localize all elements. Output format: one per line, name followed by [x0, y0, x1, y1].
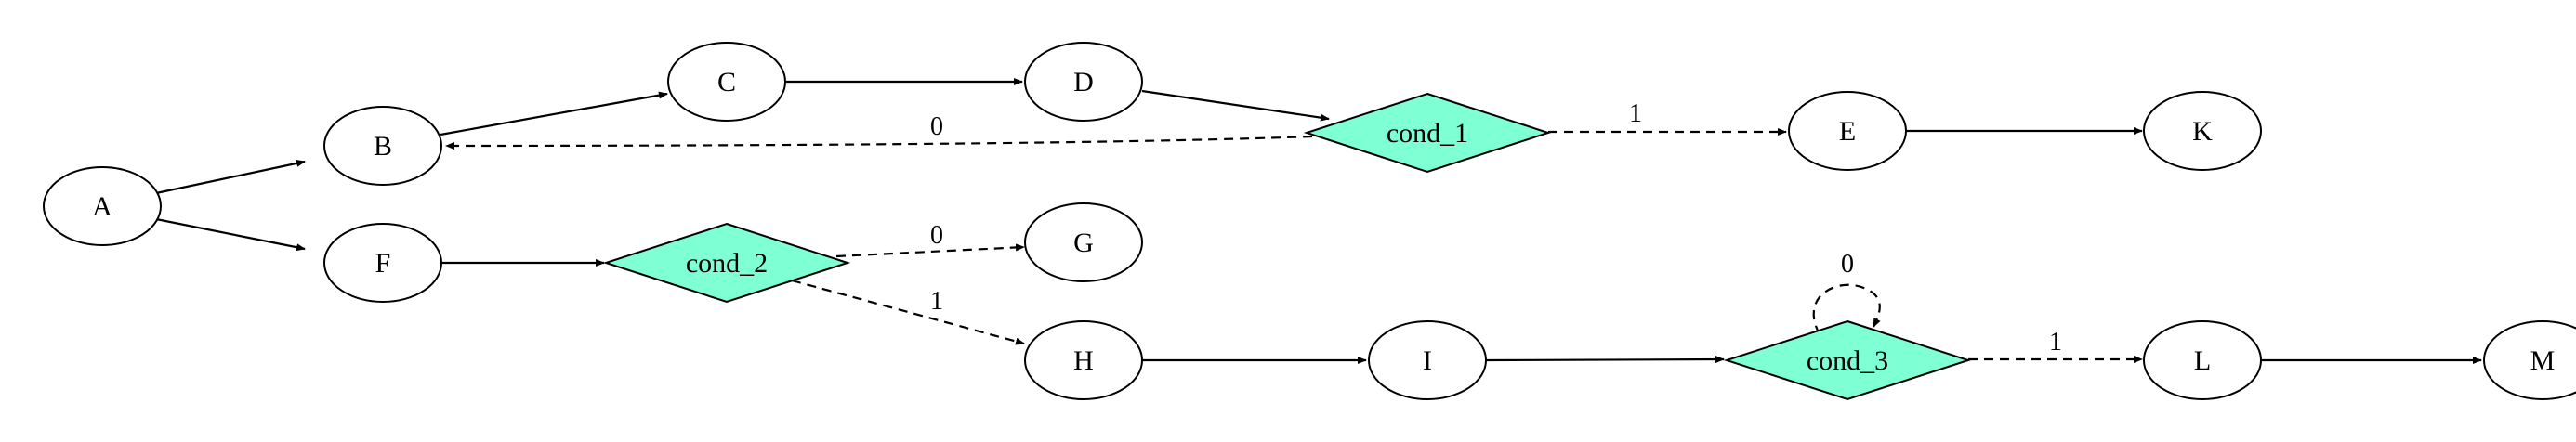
node-label: cond_3 [1807, 345, 1888, 376]
node-A: A [43, 166, 162, 246]
node-label: G [1073, 228, 1094, 258]
node-cond-2: cond_2 [602, 222, 851, 304]
node-E: E [1788, 91, 1907, 171]
edge-label: 1 [2049, 328, 2062, 357]
node-label: L [2194, 345, 2211, 376]
node-D: D [1024, 42, 1143, 122]
ellipse-shape [667, 42, 786, 122]
ellipse-shape [1024, 202, 1143, 282]
node-F: F [323, 223, 442, 303]
edge-I-to-cond-3 [1485, 356, 1725, 364]
node-label: D [1073, 67, 1094, 98]
edges-layer: 0 1 0 1 0 1 [155, 78, 2482, 364]
node-label: K [2192, 116, 2213, 147]
edge-A-to-F [155, 217, 306, 252]
node-label: H [1073, 345, 1094, 376]
node-label: C [717, 67, 736, 98]
edge-cond-3-to-cond-3 [1812, 283, 1881, 335]
node-label: I [1423, 345, 1432, 376]
diamond-shape [602, 222, 851, 304]
node-label: B [374, 131, 392, 162]
edge-cond-2-to-H [791, 279, 1025, 345]
edge-A-to-B [155, 159, 306, 195]
node-label: E [1839, 116, 1856, 147]
ellipse-shape [2483, 320, 2576, 400]
node-cond-3: cond_3 [1723, 319, 1972, 401]
edge-label: 1 [1629, 99, 1642, 128]
edge-label: 0 [930, 221, 943, 250]
edge-label: 0 [1841, 250, 1854, 279]
node-label: F [375, 248, 391, 279]
node-C: C [667, 42, 786, 122]
edge-cond-1-to-B [445, 135, 1313, 150]
ellipse-shape [1788, 91, 1907, 171]
ellipse-shape [323, 106, 442, 186]
node-label: cond_1 [1387, 118, 1468, 149]
node-label: A [92, 191, 112, 222]
ellipse-shape [43, 166, 162, 246]
node-M: M [2483, 320, 2576, 400]
ellipse-shape [1368, 320, 1487, 400]
edge-B-to-C [440, 91, 668, 136]
ellipse-shape [323, 223, 442, 303]
node-G: G [1024, 202, 1143, 282]
node-H: H [1024, 320, 1143, 400]
diamond-shape [1303, 92, 1552, 174]
node-I: I [1368, 320, 1487, 400]
ellipse-shape [2143, 320, 2262, 400]
node-label: cond_2 [686, 248, 768, 279]
ellipse-shape [1024, 320, 1143, 400]
edge-label: 1 [930, 287, 943, 316]
node-B: B [323, 106, 442, 186]
node-K: K [2143, 91, 2262, 171]
edge-label: 0 [930, 112, 943, 141]
node-cond-1: cond_1 [1303, 92, 1552, 174]
node-label: M [2530, 345, 2556, 376]
diamond-shape [1723, 319, 1972, 401]
ellipse-shape [1024, 42, 1143, 122]
node-L: L [2143, 320, 2262, 400]
ellipse-shape [2143, 91, 2262, 171]
edge-D-to-cond-1 [1141, 89, 1330, 122]
